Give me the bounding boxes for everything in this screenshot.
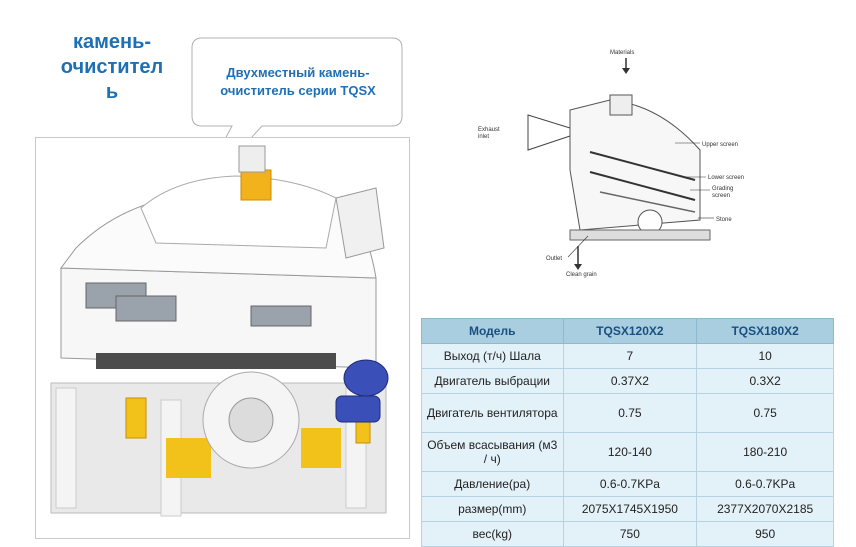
row-value: 2377X2070X2185: [696, 496, 834, 522]
row-value: 180-210: [696, 432, 834, 472]
row-value: 0.6-0.7KPa: [562, 471, 698, 497]
row-label: Двигатель выбрации: [421, 368, 564, 394]
row-value: 0.75: [562, 393, 698, 433]
table-row: Объем всасывания (м3 / ч) 120-140 180-21…: [421, 432, 834, 472]
spec-table: Модель TQSX120X2 TQSX180X2 Выход (т/ч) Ш…: [421, 318, 834, 547]
label-exhaust-2: inlet: [478, 134, 489, 140]
label-lower-screen: Lower screen: [708, 175, 744, 181]
title-line-3: ь: [105, 81, 119, 103]
row-value: 0.6-0.7KPa: [696, 471, 834, 497]
label-clean-grain: Clean grain: [566, 272, 597, 278]
schematic-diagram: Materials Exhaust inlet Upper screen Low…: [478, 50, 744, 278]
label-materials: Materials: [610, 50, 634, 56]
row-value: 0.75: [696, 393, 834, 433]
row-label: размер(mm): [421, 496, 564, 522]
table-header-row: Модель TQSX120X2 TQSX180X2: [421, 318, 834, 344]
table-row: вес(kg) 750 950: [421, 521, 834, 547]
callout-line-1: Двухместный камень-: [226, 65, 370, 80]
table-row: Давление(pa) 0.6-0.7KPa 0.6-0.7KPa: [421, 471, 834, 497]
title-line-2: очистител: [60, 56, 164, 78]
row-value: 2075X1745X1950: [562, 496, 698, 522]
callout-line-2: очиститель серии TQSX: [220, 83, 376, 98]
row-label: Выход (т/ч) Шала: [421, 343, 564, 369]
label-grading-2: screen: [712, 193, 730, 199]
header-model: Модель: [421, 318, 564, 344]
table-row: размер(mm) 2075X1745X1950 2377X2070X2185: [421, 496, 834, 522]
label-grading-1: Grading: [712, 186, 733, 192]
row-value: 0.37X2: [562, 368, 698, 394]
table-row: Двигатель вентилятора 0.75 0.75: [421, 393, 834, 433]
table-row: Двигатель выбрации 0.37X2 0.3X2: [421, 368, 834, 394]
page-title: камень- очистител ь: [52, 30, 172, 105]
row-value: 750: [562, 521, 698, 547]
label-outlet: Outlet: [546, 256, 562, 262]
row-value: 10: [696, 343, 834, 369]
row-label: вес(kg): [421, 521, 564, 547]
label-upper-screen: Upper screen: [702, 142, 738, 148]
row-value: 120-140: [562, 432, 698, 472]
row-value: 7: [562, 343, 698, 369]
row-label: Давление(pa): [421, 471, 564, 497]
stone-remover-illustration: [50, 145, 389, 517]
row-value: 0.3X2: [696, 368, 834, 394]
table-row: Выход (т/ч) Шала 7 10: [421, 343, 834, 369]
label-stone: Stone: [716, 217, 732, 223]
row-value: 950: [696, 521, 834, 547]
title-line-1: камень-: [72, 31, 152, 53]
row-label: Объем всасывания (м3 / ч): [421, 432, 564, 472]
callout-text: Двухместный камень- очиститель серии TQS…: [200, 64, 396, 100]
header-col-1: TQSX120X2: [562, 318, 698, 344]
machine-photo: [35, 137, 410, 539]
row-label: Двигатель вентилятора: [421, 393, 564, 433]
label-exhaust-1: Exhaust: [478, 127, 500, 133]
header-col-2: TQSX180X2: [696, 318, 834, 344]
